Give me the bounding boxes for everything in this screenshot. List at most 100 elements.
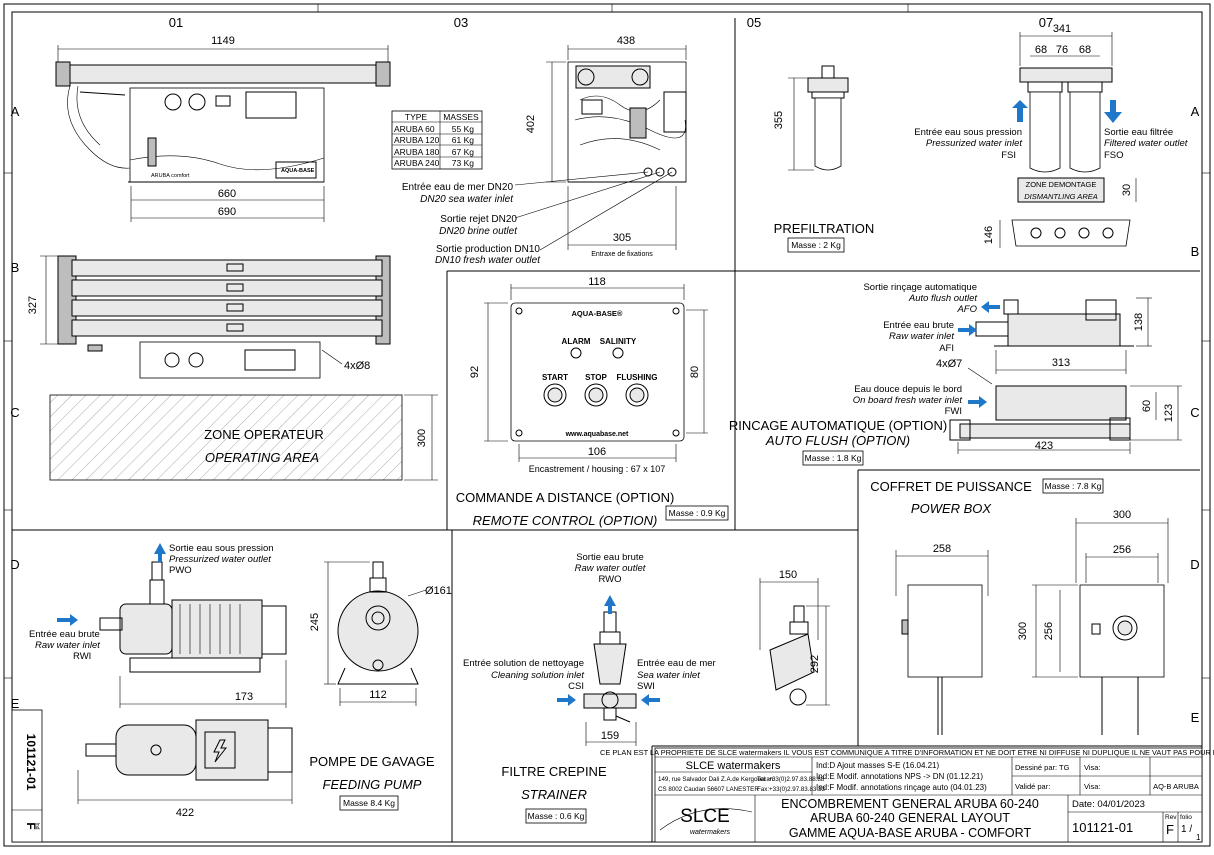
- double-filter-drawing: [1011, 67, 1131, 247]
- dim-106: 106: [588, 446, 606, 458]
- dim-159: 159: [601, 730, 619, 742]
- row-label-a-right: A: [1191, 104, 1200, 119]
- property-notice: CE PLAN EST LA PROPRIETE DE SLCE waterma…: [600, 748, 1214, 757]
- dim-lines-05: [788, 77, 814, 171]
- fso-fr: Sortie eau filtrée: [1104, 127, 1173, 138]
- dim-150: 150: [779, 569, 797, 581]
- masses-row-type: ARUBA 240: [394, 158, 440, 168]
- pwo-fr: Sortie eau sous pression: [169, 543, 274, 554]
- powerbox-title-en: POWER BOX: [911, 501, 993, 516]
- flushing-label: FLUSHING: [617, 373, 658, 382]
- fsi-arrow-icon: [1012, 100, 1028, 122]
- aqua-base-logo: AQUA-BASE: [281, 168, 315, 174]
- company-tel: Tel: +33(0)2.97.83.88.88: [757, 776, 825, 783]
- dismantling-zone-fr: ZONE DEMONTAGE: [1026, 180, 1097, 189]
- row-label-d-left: D: [10, 557, 19, 572]
- prefiltration-mass-box: [787, 237, 845, 253]
- col-label-05: 05: [747, 15, 761, 30]
- holes-4x7: 4xØ7: [936, 358, 962, 370]
- screw-icon: [515, 307, 523, 315]
- masses-row-mass: 67 Kg: [452, 147, 474, 157]
- masses-row-type: ARUBA 180: [394, 147, 440, 157]
- row-label-a-left: A: [11, 104, 20, 119]
- holes-4x8: 4xØ8: [344, 360, 370, 372]
- dim-300h: 300: [1017, 622, 1029, 640]
- dim-lines-01-top: [40, 255, 343, 365]
- visa-1: Visa:: [1084, 763, 1101, 772]
- drawing-number: 101121-01: [1072, 820, 1133, 835]
- dim-lines-zone: [404, 394, 438, 481]
- side-stamp: [11, 709, 43, 843]
- housing-label: Encastrement / housing : 67 x 107: [529, 464, 666, 474]
- swi-fr: Entrée eau de mer: [637, 658, 716, 669]
- revision-f: Ind:F Modif. annotations rinçage auto (0…: [816, 783, 987, 792]
- dim-402: 402: [525, 115, 537, 133]
- afo-code: AFO: [956, 304, 977, 315]
- fso-arrow-icon: [1104, 100, 1122, 123]
- prefiltration-mass: Masse : 2 Kg: [791, 240, 841, 250]
- dim-30: 30: [1121, 184, 1133, 196]
- fsi-code: FSI: [1001, 150, 1016, 161]
- section-dividers: [12, 18, 1202, 842]
- pump-title-en: FEEDING PUMP: [323, 777, 422, 792]
- masses-header-mass: MASSES: [443, 112, 479, 122]
- remote-panel: [510, 302, 685, 442]
- col-label-03: 03: [454, 15, 468, 30]
- dim-438: 438: [617, 35, 635, 47]
- dim-146: 146: [983, 226, 995, 244]
- fwi-fr: Eau douce depuis le bord: [854, 384, 962, 395]
- csi-code: CSI: [568, 681, 584, 692]
- pump-title-fr: POMPE DE GAVAGE: [309, 754, 435, 769]
- remote-url: www.aquabase.net: [565, 431, 629, 438]
- masses-table: [391, 110, 483, 170]
- dim-lines-powerbox: [895, 518, 1169, 678]
- swi-code: SWI: [637, 681, 655, 692]
- strainer-title-en: STRAINER: [521, 787, 587, 802]
- dim-lines-strainer: [585, 578, 830, 746]
- dim-423: 423: [1035, 440, 1053, 452]
- fresh-water-outlet-fr: Sortie production DN10: [436, 244, 540, 255]
- pump-mass: Masse 8.4 Kg: [343, 798, 395, 808]
- afo-en: Auto flush outlet: [908, 293, 977, 304]
- rev-label: Rev: [1165, 814, 1177, 821]
- dim-300w: 300: [1113, 509, 1131, 521]
- dim-305: 305: [613, 232, 631, 244]
- folio-total: 1: [1196, 833, 1201, 842]
- pump-mass-box: [339, 795, 399, 811]
- rwo-en: Raw water outlet: [575, 563, 646, 574]
- start-button[interactable]: [543, 383, 567, 407]
- fresh-water-outlet-en: DN10 fresh water outlet: [435, 255, 541, 266]
- pump-side-drawing: [99, 561, 287, 673]
- remote-title-fr: COMMANDE A DISTANCE (OPTION): [456, 490, 675, 505]
- dim-112: 112: [369, 689, 387, 701]
- pwo-en: Pressurized water outlet: [169, 554, 271, 565]
- strainer-title-fr: FILTRE CREPINE: [501, 764, 607, 779]
- company-fax: Fax:+33(0)2.97.83.83.33: [757, 786, 825, 793]
- sea-water-inlet-en: DN20 sea water inlet: [420, 194, 514, 205]
- row-label-c-left: C: [10, 405, 19, 420]
- folio-value: 1 /: [1181, 824, 1192, 835]
- fsi-en: Pressurized water inlet: [926, 138, 1022, 149]
- company-address-2: CS 8002 Caudan 56607 LANESTER: [658, 786, 759, 793]
- dismantling-zone-en: DISMANTLING AREA: [1024, 192, 1097, 201]
- company-address-1: 149, rue Salvador Dali Z.A.de Kergouaran: [658, 776, 774, 783]
- outer-frame: [3, 3, 1211, 847]
- visa-2: Visa:: [1084, 782, 1101, 791]
- unit-front-view: [55, 61, 391, 183]
- stop-button[interactable]: [584, 383, 608, 407]
- rwi-fr: Entrée eau brute: [29, 629, 100, 640]
- unit-side-view: [567, 61, 687, 183]
- pwo-code: PWO: [169, 565, 192, 576]
- dim-68a: 68: [1035, 44, 1047, 56]
- dim-lines-pump: [77, 561, 427, 804]
- rwo-code: RWO: [598, 574, 621, 585]
- strainer-side-drawing: [769, 605, 815, 706]
- remote-mass-box: [665, 505, 729, 521]
- flushing-button[interactable]: [625, 383, 649, 407]
- dim-256w: 256: [1113, 544, 1131, 556]
- screw-icon: [672, 307, 680, 315]
- powerbox-mass-box: [1042, 478, 1104, 494]
- csi-en: Cleaning solution inlet: [491, 670, 584, 681]
- dim-lines-autoflush: [957, 297, 1182, 454]
